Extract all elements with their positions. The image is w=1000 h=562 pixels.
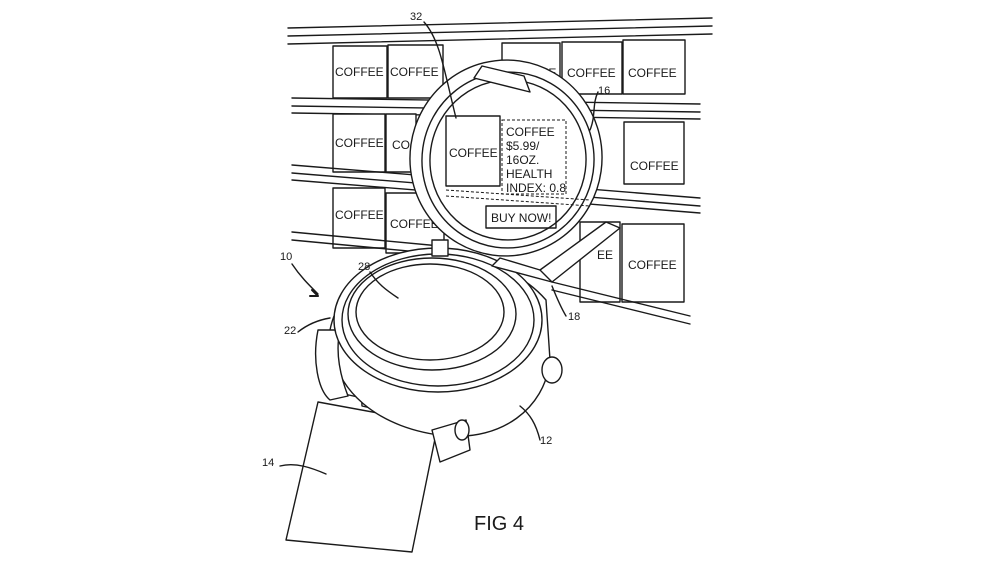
shelf-label: COFFEE [630, 159, 679, 173]
display-product-label: COFFEE [449, 146, 498, 160]
crown [541, 356, 563, 384]
shelf-label: COFFEE [628, 66, 677, 80]
figure-caption: FIG 4 [474, 513, 524, 535]
info-line: $5.99/ [506, 139, 540, 153]
coffee-box [387, 44, 444, 99]
main-display [355, 263, 505, 361]
ref-10: 10 [280, 251, 292, 263]
shelf-label: COFFEE [390, 65, 439, 79]
ref-12: 12 [540, 435, 552, 447]
info-line: COFFEE [506, 125, 555, 139]
display-info: COFFEE $5.99/ 16OZ. HEALTH INDEX: 0.8 [506, 125, 566, 195]
watch-case [315, 247, 563, 463]
info-line: 16OZ. [506, 153, 539, 167]
ref-16: 16 [598, 85, 610, 97]
shelf-label: COFFEE [335, 136, 384, 150]
shelf-label: EE [597, 248, 613, 262]
shelf-label: COFFEE [335, 65, 384, 79]
hinge [431, 221, 621, 283]
shelf-label: COFFEE [628, 258, 677, 272]
info-line: HEALTH [506, 167, 552, 181]
ref-32: 32 [410, 11, 422, 23]
buy-now-label: BUY NOW! [491, 211, 551, 225]
coffee-box [332, 45, 388, 99]
ref-28: 28 [358, 261, 370, 273]
info-line: INDEX: 0.8 [506, 181, 566, 195]
coffee-box [445, 115, 501, 187]
ref-18: 18 [568, 311, 580, 323]
coffee-box [623, 121, 685, 185]
coffee-box [561, 41, 623, 95]
ref-22: 22 [284, 325, 296, 337]
ref-14: 14 [262, 457, 274, 469]
button [454, 419, 470, 441]
watch-lid [409, 59, 603, 257]
shelf-label: CO [392, 138, 410, 152]
buy-now-button[interactable] [485, 205, 557, 229]
shelf-label: COFFEE [567, 66, 616, 80]
shelf-label: COFFEE [335, 208, 384, 222]
coffee-box [621, 223, 685, 303]
coffee-box [622, 39, 686, 95]
reference-numerals: 32 16 10 28 22 18 12 14 [262, 11, 610, 475]
shelf-label: COFFEE [390, 217, 439, 231]
coffee-box [332, 113, 386, 173]
